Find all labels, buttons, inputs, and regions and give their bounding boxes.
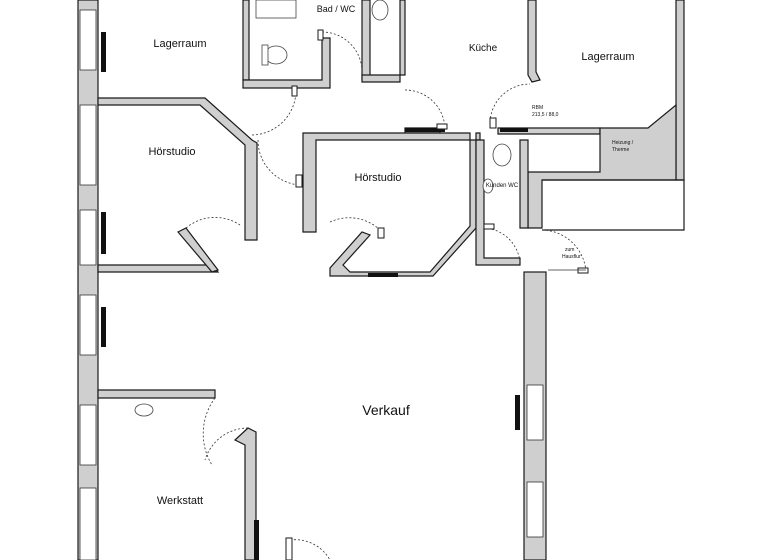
- doors: [185, 29, 589, 560]
- radiator: [405, 128, 445, 132]
- radiator: [101, 212, 106, 254]
- wall-kueche-right: [527, 0, 541, 83]
- window: [79, 9, 97, 71]
- toilet: [492, 143, 512, 167]
- room-label-hoerstudio-center: Hörstudio: [354, 172, 401, 184]
- wall-lager-hoerstudio: [97, 97, 258, 241]
- right-exterior-wall-verkauf: [523, 271, 547, 560]
- radiator: [368, 273, 398, 277]
- wall-kunden-wc: [475, 139, 521, 266]
- heizung-label: Heizung /: [612, 140, 634, 146]
- wall-hoerstudio-left-door: [177, 227, 219, 273]
- radiator: [101, 32, 106, 72]
- therme-label: Therme: [612, 147, 629, 153]
- hausflur-label-line1: zum: [565, 247, 574, 253]
- sink: [371, 0, 389, 21]
- rbm-label: RBM: [532, 105, 543, 111]
- heizung-outline: [542, 179, 685, 231]
- room-label-verkauf: Verkauf: [362, 402, 410, 418]
- wall-werkstatt-right: [233, 427, 257, 560]
- left-exterior-wall: [77, 0, 99, 560]
- wall-hoerstudio-left-bottom: [97, 264, 220, 273]
- room-label-lagerraum-right: Lagerraum: [581, 51, 634, 63]
- radiator: [515, 395, 520, 430]
- radiator: [101, 307, 106, 347]
- radiator: [500, 128, 528, 132]
- window: [79, 209, 97, 266]
- wall-lager-left-right: [242, 0, 250, 81]
- window: [526, 384, 544, 441]
- window: [79, 294, 97, 356]
- sink: [134, 403, 154, 417]
- window: [79, 104, 97, 186]
- wall-kunden-wc-right: [519, 139, 529, 229]
- rbm-dimensions: 213,5 / 88,0: [532, 112, 559, 118]
- wall-kueche-left: [361, 0, 406, 83]
- window: [526, 481, 544, 538]
- room-label-kunden-wc: Kunden WC: [486, 183, 519, 189]
- wall-lager-right: [675, 0, 685, 181]
- window: [79, 487, 97, 560]
- wall-werkstatt-top: [97, 389, 216, 399]
- wall-hoerstudio-center: [302, 132, 481, 277]
- wall-bad-right: [361, 0, 371, 81]
- room-label-lagerraum-left: Lagerraum: [153, 38, 206, 50]
- radiator: [254, 520, 259, 560]
- room-label-werkstatt: Werkstatt: [157, 495, 203, 507]
- hausflur-label-line2: Hausflur: [562, 254, 581, 260]
- window: [79, 404, 97, 466]
- room-label-bad-wc: Bad / WC: [317, 4, 356, 14]
- sink: [482, 178, 494, 194]
- bathtub: [255, 0, 297, 19]
- room-label-hoerstudio-left: Hörstudio: [148, 146, 195, 158]
- wall-bad: [242, 37, 331, 89]
- toilet-tank: [261, 44, 269, 66]
- wall-heizung: [527, 103, 677, 229]
- room-label-kueche: Küche: [469, 43, 498, 54]
